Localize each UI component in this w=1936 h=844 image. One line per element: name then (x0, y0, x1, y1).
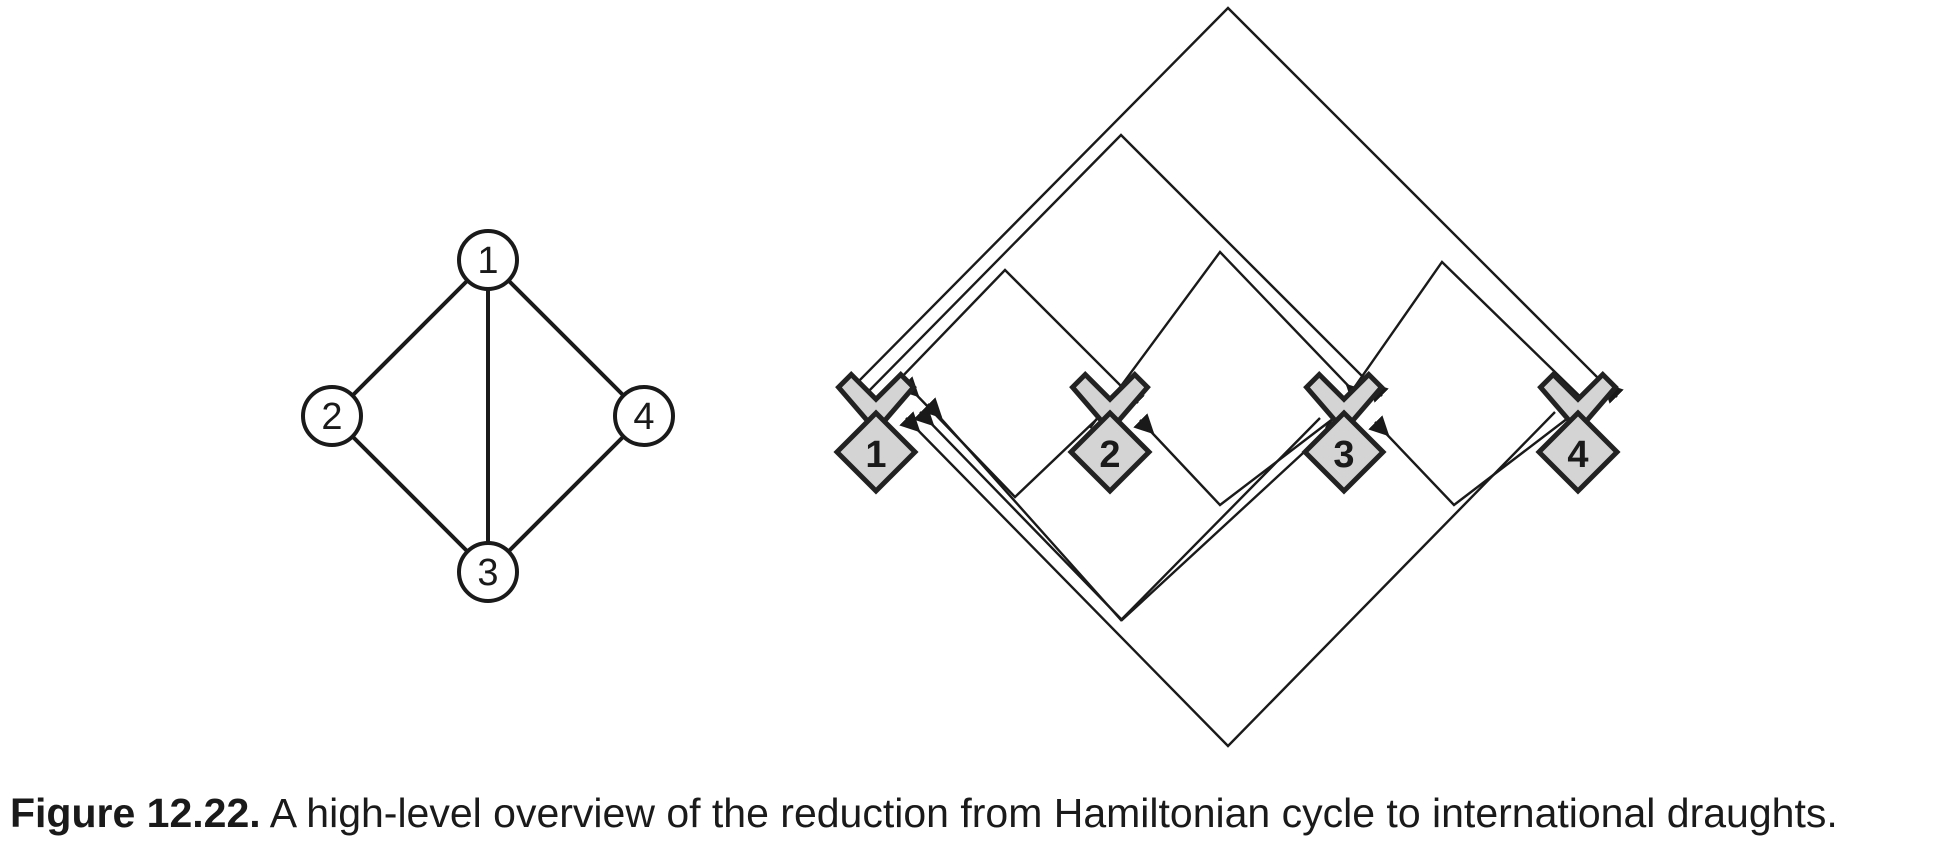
gadget-3: 3 (1301, 370, 1387, 495)
graph-node-label: 3 (477, 552, 498, 594)
gadget-2: 2 (1067, 370, 1153, 495)
wire-lower-second (921, 397, 1321, 622)
gadget-label: 1 (865, 434, 886, 476)
gadget-1: 1 (833, 370, 919, 495)
graph-edge-1-2 (351, 279, 469, 397)
graph-edges (351, 279, 625, 553)
caption-text: A high-level overview of the reduction f… (260, 790, 1838, 836)
gadget-diamond (1067, 409, 1153, 495)
wire-upper-outer (849, 6, 1624, 404)
gadget-label: 2 (1099, 434, 1120, 476)
reduction-wiring (849, 6, 1624, 748)
figure-caption: Figure 12.22. A high-level overview of t… (10, 790, 1930, 837)
wire-lower-outer (899, 411, 1556, 748)
wire-lower-1 (898, 376, 1099, 499)
gadget-diamond (833, 409, 919, 495)
wire-lower-2 (1133, 413, 1335, 507)
graph-node-3: 3 (457, 541, 519, 603)
gadget-diamond (1301, 409, 1387, 495)
graph-node-1: 1 (457, 229, 519, 291)
wire-lower-middle (913, 405, 1329, 622)
gadget-4: 4 (1535, 370, 1621, 495)
graph-edge-4-3 (507, 435, 625, 553)
graph-node-circle (457, 229, 519, 291)
graph-edge-2-3 (351, 435, 469, 553)
graph-panel: 1 2 3 4 (301, 229, 675, 603)
gadget-diamond (1535, 409, 1621, 495)
gadget-label: 4 (1567, 434, 1588, 476)
figure-diagram: 1 2 3 4 1 2 3 4 (301, 6, 1624, 748)
graph-node-label: 1 (477, 240, 498, 282)
gadget-label: 3 (1333, 434, 1354, 476)
graph-node-circle (613, 385, 675, 447)
graph-node-circle (457, 541, 519, 603)
graph-node-circle (301, 385, 363, 447)
wire-upper-middle (859, 133, 1389, 403)
graph-edge-1-4 (507, 279, 625, 397)
graph-nodes: 1 2 3 4 (301, 229, 675, 603)
wire-lower-3 (1368, 415, 1569, 507)
graph-node-label: 2 (321, 396, 342, 438)
caption-label: Figure 12.22. (10, 790, 261, 836)
gadgets: 1 2 3 4 (833, 370, 1621, 495)
graph-node-2: 2 (301, 385, 363, 447)
graph-node-label: 4 (633, 396, 654, 438)
graph-node-4: 4 (613, 385, 675, 447)
